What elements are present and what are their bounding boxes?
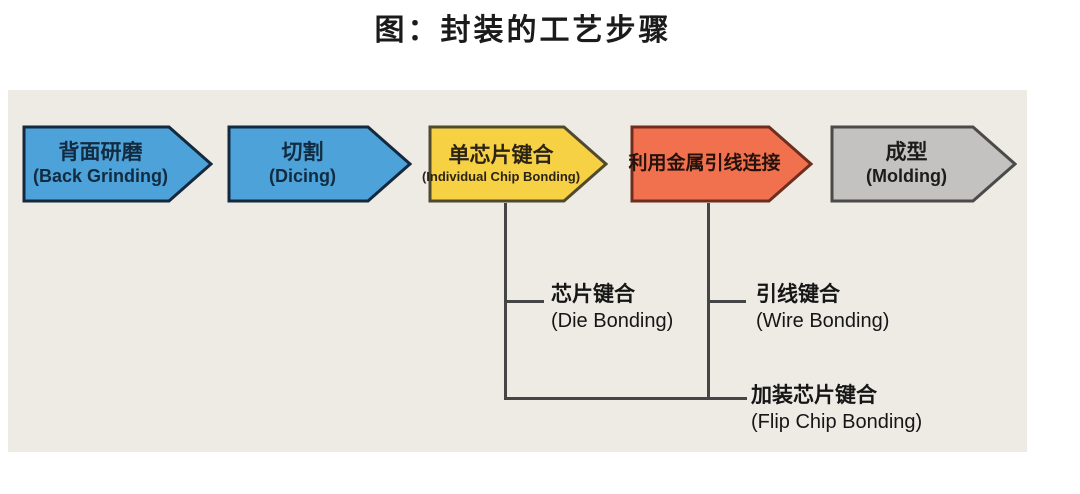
step-label-cn: 成型 [885, 141, 928, 165]
arrow-polygon [630, 125, 813, 203]
arrow-polygon [830, 125, 1017, 203]
connector-vertical-wire-bonding [707, 203, 710, 400]
connector-horizontal-flip-chip [504, 397, 747, 400]
bonding-label-en: (Die Bonding) [551, 310, 674, 332]
step-label: 背面研磨 (Back Grinding) [22, 125, 179, 203]
process-step-wire-connection: 利用金属引线连接 [628, 125, 813, 203]
bonding-label-flip-chip-bonding: 加装芯片键合 (Flip Chip Bonding) [751, 382, 922, 436]
step-arrow-shape [830, 125, 1017, 203]
bonding-label-wire-bonding: 引线键合 (Wire Bonding) [756, 281, 889, 335]
bonding-label-cn: 引线键合 [756, 283, 840, 306]
step-label-cn: 切割 [281, 141, 324, 165]
step-arrow-shape [428, 125, 608, 203]
step-label: 利用金属引线连接 [628, 125, 781, 203]
bonding-label-die-bonding: 芯片键合 (Die Bonding) [551, 281, 673, 335]
bonding-label-cn: 加装芯片键合 [751, 384, 877, 407]
arrow-polygon [22, 125, 213, 203]
step-label: 切割 (Dicing) [227, 125, 378, 203]
process-step-molding: 成型 (Molding) [830, 125, 1017, 203]
bonding-label-cn: 芯片键合 [551, 283, 635, 306]
step-label-en: (Individual Chip Bonding) [421, 168, 581, 184]
process-step-back-grinding: 背面研磨 (Back Grinding) [22, 125, 213, 203]
bonding-label-en: (Wire Bonding) [756, 310, 890, 332]
step-label: 单芯片键合 (Individual Chip Bonding) [422, 125, 580, 203]
connector-vertical-die-bonding [504, 203, 507, 400]
step-label-cn: 背面研磨 [58, 141, 143, 165]
arrow-polygon [227, 125, 412, 203]
step-label-cn: 利用金属引线连接 [628, 153, 781, 175]
step-label-cn: 单芯片键合 [448, 144, 554, 168]
step-arrow-shape [227, 125, 412, 203]
bonding-label-en: (Flip Chip Bonding) [751, 411, 923, 433]
connector-tick-wire-bonding [710, 300, 746, 303]
process-step-individual-chip-bonding: 单芯片键合 (Individual Chip Bonding) [422, 125, 608, 203]
step-arrow-shape [630, 125, 813, 203]
connector-tick-die-bonding [507, 300, 544, 303]
step-arrow-shape [22, 125, 213, 203]
process-step-dicing: 切割 (Dicing) [227, 125, 412, 203]
figure-title: 图：封装的工艺步骤 [374, 14, 672, 47]
step-label-en: (Dicing) [269, 165, 336, 186]
step-label-en: (Back Grinding) [32, 165, 168, 186]
step-label-en: (Molding) [866, 165, 947, 186]
step-label: 成型 (Molding) [830, 125, 983, 203]
arrow-polygon [428, 125, 608, 203]
